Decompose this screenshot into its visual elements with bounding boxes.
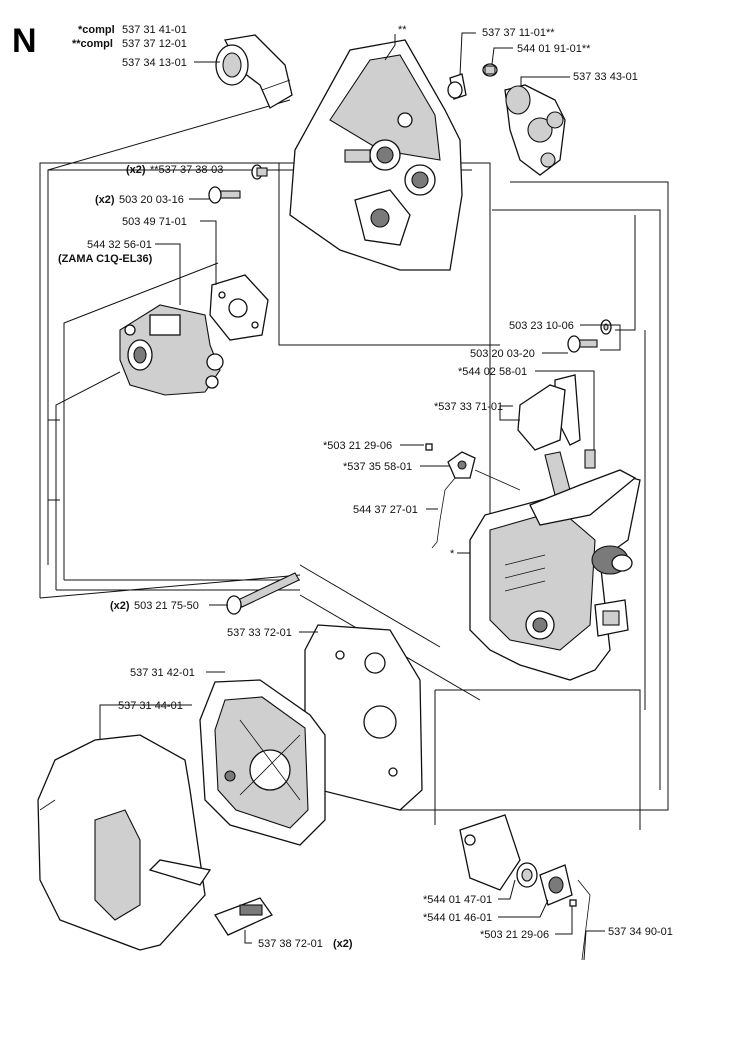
bushing-537-37-11-01 xyxy=(447,73,467,100)
assembly-bracket-lines xyxy=(39,99,669,830)
label-c22-qty: (x2) xyxy=(333,938,353,950)
gasket-544-01-47-01 xyxy=(459,814,521,891)
label-c18: 503 21 75-50 xyxy=(134,600,199,612)
rod-537-34-90-01 xyxy=(577,879,591,961)
leader-lines xyxy=(99,32,621,961)
callout-labels: 537 34 13-01 ** 537 37 11-01** 544 01 91… xyxy=(58,24,673,950)
label-c07: 503 20 03-16 xyxy=(119,194,184,206)
washer-503-23-10-06 xyxy=(600,319,612,335)
screw-503-21-29-06-lower xyxy=(569,899,577,907)
screw-503-20-03-20 xyxy=(567,335,598,353)
label-c03: 537 37 11-01** xyxy=(482,27,555,39)
label-c12: *544 02 58-01 xyxy=(458,366,527,378)
label-c20: 537 31 42-01 xyxy=(130,667,195,679)
label-c09: 544 32 56-01 xyxy=(87,239,152,251)
label-c13: *537 33 71-01 xyxy=(434,401,503,413)
label-c25: *503 21 29-06 xyxy=(480,929,549,941)
label-c18-qty: (x2) xyxy=(110,600,130,612)
carburetor-544-32-56-01 xyxy=(119,304,224,396)
valve-544-01-46-01 xyxy=(539,864,573,906)
compl2-prefix: **compl xyxy=(72,38,113,50)
label-c01: 537 34 13-01 xyxy=(122,57,187,69)
label-c24: *544 01 46-01 xyxy=(423,912,492,924)
label-c22: 537 38 72-01 xyxy=(258,938,323,950)
label-c08: 503 49 71-01 xyxy=(122,216,187,228)
label-c06-qty: (x2) xyxy=(126,164,146,176)
intake-elbow-part xyxy=(215,34,293,109)
screw-537-37-38-03 xyxy=(251,164,268,180)
carburetor-housing-part xyxy=(289,39,463,271)
label-c02: ** xyxy=(398,24,407,36)
label-c06: **537 37 38-03 xyxy=(150,164,223,176)
filter-holder-537-31-42-01 xyxy=(199,679,326,846)
label-c19: 537 33 72-01 xyxy=(227,627,292,639)
compl1-prefix: *compl xyxy=(78,24,115,36)
throttle-rod-544-37-27-01 xyxy=(431,477,456,549)
label-c14: *503 21 29-06 xyxy=(323,440,392,452)
label-c04: 544 01 91-01** xyxy=(517,43,591,55)
label-c09-note: (ZAMA C1Q-EL36) xyxy=(58,253,153,265)
air-filter-537-33-72-01 xyxy=(304,624,423,811)
label-c26: 537 34 90-01 xyxy=(608,926,673,938)
label-c23: *544 01 47-01 xyxy=(423,894,492,906)
screw-503-21-29-06-upper xyxy=(425,443,433,451)
carb-gasket-503-49-71-01 xyxy=(209,274,269,341)
filter-cover-537-31-44-01 xyxy=(37,734,212,951)
label-c17: * xyxy=(450,548,455,560)
section-letter: N xyxy=(12,22,37,60)
trigger-537-33-71-01 xyxy=(517,384,571,496)
gasket-537-33-43-01 xyxy=(504,84,566,176)
clip-537-38-72-01 xyxy=(214,897,273,936)
label-c05: 537 33 43-01 xyxy=(573,71,638,83)
long-screw-503-21-75-50 xyxy=(226,572,300,615)
compl2-number: 537 37 12-01 xyxy=(122,38,187,50)
screw-503-20-03-16 xyxy=(208,186,241,204)
label-c07-qty: (x2) xyxy=(95,194,115,206)
washer-544-01-47-01 xyxy=(516,862,538,888)
screw-544-01-91-01 xyxy=(482,63,498,77)
label-c21: 537 31 44-01 xyxy=(118,700,183,712)
main-housing-part xyxy=(469,469,641,681)
label-c10: 503 23 10-06 xyxy=(509,320,574,332)
label-c11: 503 20 03-20 xyxy=(470,348,535,360)
swivel-537-35-58-01 xyxy=(447,451,521,491)
compl1-number: 537 31 41-01 xyxy=(122,24,187,36)
label-c16: 544 37 27-01 xyxy=(353,504,418,516)
label-c15: *537 35 58-01 xyxy=(343,461,412,473)
